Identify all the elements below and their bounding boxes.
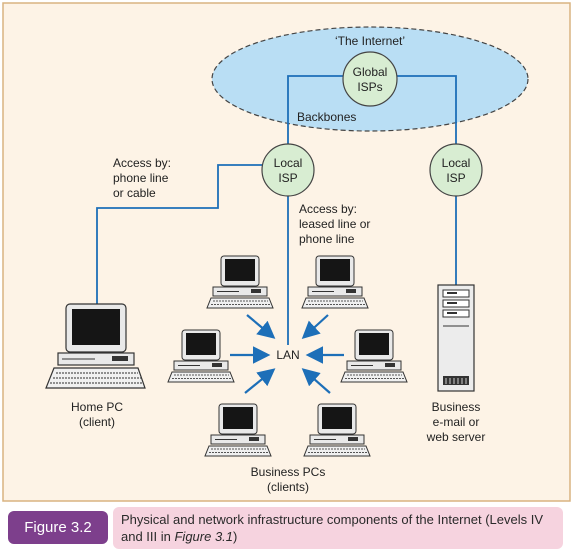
business-pcs-line2: (clients) xyxy=(267,480,309,494)
global-isps-label-line2: ISPs xyxy=(357,80,382,94)
access-lan-line1: Access by: xyxy=(299,202,357,216)
local-isp-right-line1: Local xyxy=(442,156,471,170)
server-line2: e-mail or xyxy=(433,415,480,429)
access-home-line2: phone line xyxy=(113,171,169,185)
lan-arrow-bottom-left xyxy=(244,368,276,394)
home-pc-icon xyxy=(45,303,146,389)
internet-label: ‘The Internet’ xyxy=(335,34,405,48)
access-home-line3: or cable xyxy=(113,186,156,200)
figure-caption-main: Physical and network infrastructure comp… xyxy=(121,512,543,544)
lan-arrow-bottom-right xyxy=(301,368,331,394)
local-isp-left-line1: Local xyxy=(274,156,303,170)
business-pcs-line1: Business PCs xyxy=(251,465,326,479)
backbone-link-right xyxy=(397,75,457,145)
figure-number-badge: Figure 3.2 xyxy=(8,511,108,544)
server-line3: web server xyxy=(426,430,486,444)
local-isp-right-node xyxy=(429,143,483,197)
figure-caption: Physical and network infrastructure comp… xyxy=(113,507,563,549)
global-isps-label-line1: Global xyxy=(353,65,388,79)
lan-arrow-top-right xyxy=(301,314,329,339)
home-pc-line1: Home PC xyxy=(71,400,123,414)
local-isp-left-line2: ISP xyxy=(278,171,297,185)
access-lan-line2: leased line or xyxy=(299,217,370,231)
local-isp-left-node xyxy=(261,143,315,197)
connection-lines xyxy=(96,75,457,345)
server-icon xyxy=(437,284,475,392)
figure-caption-bar: Figure 3.2 Physical and network infrastr… xyxy=(3,503,570,553)
access-home-line1: Access by: xyxy=(113,156,171,170)
local-isp-right-line2: ISP xyxy=(446,171,465,185)
server-line1: Business xyxy=(432,400,481,414)
figure-caption-end: ) xyxy=(233,529,238,544)
figure-caption-reference: Figure 3.1 xyxy=(174,529,234,544)
backbone-link-left xyxy=(287,75,343,146)
home-pc-line2: (client) xyxy=(79,415,115,429)
lan-label: LAN xyxy=(276,348,299,362)
lan-arrows xyxy=(230,314,344,394)
global-isps-node xyxy=(342,51,398,107)
access-lan-line3: phone line xyxy=(299,232,355,246)
backbones-label: Backbones xyxy=(297,110,356,124)
home-access-line xyxy=(96,164,264,304)
lan-arrow-top-left xyxy=(246,314,276,339)
